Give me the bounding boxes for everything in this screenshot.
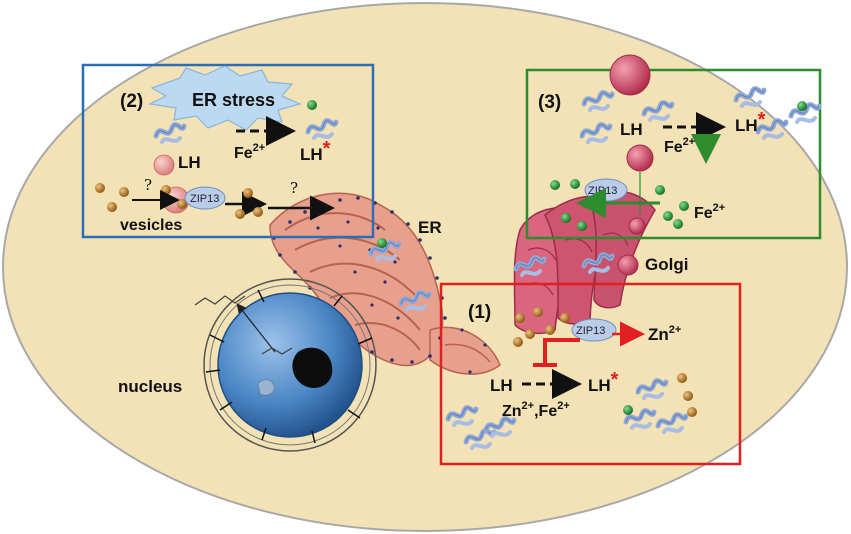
zinc-ion-icon — [243, 188, 253, 198]
golgi-label: Golgi — [645, 255, 688, 274]
iron-ion-icon — [673, 219, 683, 229]
panel-1-cofactor-zn-charge: 2+ — [522, 400, 535, 412]
question-mark-1: ? — [144, 176, 152, 194]
panel-3-fe-charge: 2+ — [683, 136, 696, 148]
panel-1-cofactor-zn: Zn — [502, 403, 522, 420]
zinc-ion-icon — [513, 337, 523, 347]
panel-3-number: (3) — [538, 92, 561, 113]
zinc-ion-icon — [687, 407, 697, 417]
zinc-ion-icon — [525, 329, 535, 339]
iron-ion-icon — [570, 179, 580, 189]
er-stress-label: ER stress — [192, 90, 275, 110]
iron-ion-icon — [307, 100, 317, 110]
panel-1-cofactor-fe: Fe — [539, 403, 558, 420]
panel-2-zip13: ZIP13 — [190, 193, 219, 205]
panel-2-er-stress: (2) ER stress LH Fe2+ LH* ? ZIP13 ? vesi… — [81, 63, 375, 239]
panel-1-lh: LH — [490, 376, 513, 395]
panel-1-cofactors: Zn2+,Fe2+ — [502, 400, 570, 420]
zinc-ion-icon — [533, 307, 543, 317]
panel-2-fe: Fe2+ — [234, 142, 265, 162]
panel-1-lh-star-text: LH — [588, 376, 611, 395]
panel-1-lh-star: LH* — [588, 369, 619, 395]
zinc-ion-icon — [107, 202, 117, 212]
panel-1-zinc: (1) ZIP13 Zn2+ LH LH* Zn2+,Fe2+ — [439, 282, 742, 466]
er-label: ER — [418, 218, 442, 237]
inhibition-bar — [533, 338, 580, 367]
panel-1-cofactor-sep: , — [534, 403, 538, 420]
panel-3-fe2-base: Fe — [694, 205, 713, 222]
panel-1-zip13: ZIP13 — [576, 325, 605, 337]
panel-3-zip13: ZIP13 — [588, 185, 617, 197]
zinc-ion-icon — [545, 325, 555, 335]
zinc-ion-icon — [235, 209, 245, 219]
zinc-ion-icon — [677, 373, 687, 383]
panel-3-fe-2: Fe2+ — [694, 202, 725, 222]
panel-3-lh-star: LH* — [735, 109, 766, 135]
vesicle-icon — [153, 154, 175, 176]
nucleus — [194, 278, 377, 452]
panel-3-star: * — [758, 109, 766, 131]
iron-ion-icon — [623, 405, 633, 415]
zinc-ion-icon — [515, 313, 525, 323]
iron-ion-icon — [577, 221, 587, 231]
panel-2-number: (2) — [120, 91, 143, 112]
iron-ion-icon — [797, 101, 807, 111]
vesicle-icon — [609, 54, 651, 96]
zip13-transporter-icon — [184, 186, 226, 210]
panel-3-fe2-charge: 2+ — [713, 202, 726, 214]
panel-1-number: (1) — [468, 302, 491, 323]
panel-1-cofactor-fe-charge: 2+ — [557, 400, 570, 412]
panel-3-fe-base: Fe — [664, 139, 683, 156]
panel-1-zn: Zn2+ — [648, 324, 681, 344]
iron-ion-icon — [663, 211, 673, 221]
zip13-transporter-icon — [571, 318, 617, 342]
panel-3-iron: (3) LH LH* Fe2+ ZIP13 Fe2+ — [525, 54, 820, 240]
question-mark-2: ? — [290, 179, 298, 197]
zinc-ion-icon — [161, 185, 171, 195]
panel-3-lh: LH — [620, 120, 643, 139]
vesicle-icon — [626, 144, 654, 172]
zinc-ion-icon — [95, 183, 105, 193]
panel-2-fe-charge: 2+ — [253, 142, 266, 154]
panel-1-star: * — [611, 369, 619, 391]
iron-ion-icon — [377, 238, 387, 248]
zinc-ion-icon — [119, 187, 129, 197]
er-stress-burst — [148, 65, 302, 131]
panel-2-lh-star: LH* — [300, 138, 331, 164]
iron-ion-icon — [550, 180, 560, 190]
nucleus-label: nucleus — [118, 377, 182, 396]
zinc-ion-icon — [560, 313, 570, 323]
iron-ion-icon — [655, 185, 665, 195]
zinc-ion-icon — [683, 391, 693, 401]
iron-ion-icon — [561, 213, 571, 223]
panel-2-lh-star-text: LH — [300, 145, 323, 164]
panel-3-lh-star-text: LH — [735, 116, 758, 135]
panel-2-star: * — [323, 138, 331, 160]
panel-1-zn-base: Zn — [648, 325, 669, 344]
vesicles-label: vesicles — [120, 217, 182, 234]
iron-ion-icon — [679, 201, 689, 211]
zinc-ion-icon — [253, 207, 263, 217]
panel-1-zn-charge: 2+ — [669, 324, 682, 336]
panel-2-lh: LH — [178, 153, 201, 172]
panel-2-fe-base: Fe — [234, 145, 253, 162]
